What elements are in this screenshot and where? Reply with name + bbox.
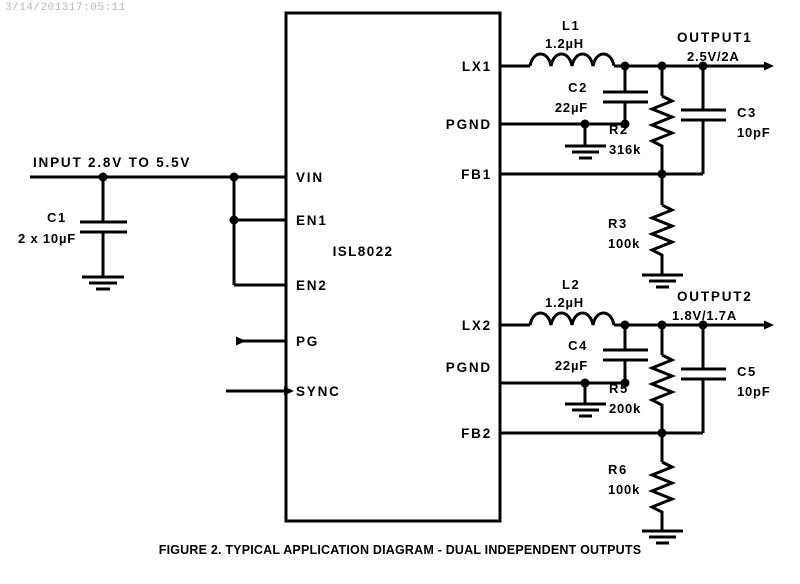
ic-body <box>284 11 502 523</box>
r5-value: 200k <box>609 401 641 416</box>
r6-value: 100k <box>608 482 640 497</box>
c5-value: 10pF <box>737 384 771 399</box>
c2-value: 22µF <box>555 100 588 115</box>
node-c2-pgnd1 <box>620 119 630 129</box>
pin-label-pg: PG <box>296 334 319 349</box>
l1-ref: L1 <box>562 18 580 33</box>
ic-part-number: ISL8022 <box>333 244 394 259</box>
resistor-r6 <box>647 460 677 531</box>
c1-value: 2 x 10µF <box>18 231 76 246</box>
node-pgnd1-gnd <box>580 119 590 129</box>
c4-value: 22µF <box>555 358 588 373</box>
pin-label-en2: EN2 <box>296 278 328 293</box>
input-rail-label: INPUT 2.8V TO 5.5V <box>33 155 191 170</box>
c2-ref: C2 <box>568 80 588 95</box>
r2-value: 316k <box>609 142 641 157</box>
pin-label-lx1: LX1 <box>462 59 492 74</box>
node-c3-out1 <box>698 61 708 71</box>
node-c5-out2 <box>698 320 708 330</box>
node-c4-out2 <box>620 320 630 330</box>
l2-ref: L2 <box>562 277 580 292</box>
node-r5-out2 <box>657 320 667 330</box>
pin-label-pgnd1: PGND <box>446 117 492 132</box>
node-vin-en <box>229 172 239 182</box>
resistor-r5 <box>647 353 677 433</box>
node-c2-out1 <box>620 61 630 71</box>
pin-label-fb2: FB2 <box>461 426 492 441</box>
node-fb2-divider <box>657 428 667 438</box>
c4-ref: C4 <box>568 338 588 353</box>
r3-value: 100k <box>608 236 640 251</box>
c3-ref: C3 <box>737 105 757 120</box>
r6-ref: R6 <box>608 462 628 477</box>
c1-ref: C1 <box>47 210 67 225</box>
pin-label-en1: EN1 <box>296 213 328 228</box>
pin-label-pgnd2: PGND <box>446 360 492 375</box>
screenshot-timestamp: 3/14/201317:05:11 <box>5 2 126 14</box>
node-c4-pgnd2 <box>620 378 630 388</box>
node-pgnd2-gnd <box>580 378 590 388</box>
l2-value: 1.2µH <box>545 295 584 310</box>
output1-value: 2.5V/2A <box>687 49 740 64</box>
pin-label-vin: VIN <box>296 170 324 185</box>
pin-label-fb1: FB1 <box>461 167 492 182</box>
inductor-l2 <box>528 311 616 326</box>
c5-ref: C5 <box>737 364 757 379</box>
resistor-r2 <box>647 94 677 174</box>
output2-value: 1.8V/1.7A <box>672 308 737 323</box>
c3-value: 10pF <box>737 125 771 140</box>
resistor-r3 <box>647 203 677 275</box>
node-r2-out1 <box>657 61 667 71</box>
inductor-l1 <box>528 52 616 67</box>
r3-ref: R3 <box>608 216 628 231</box>
node-c1-input <box>98 172 108 182</box>
pin-label-lx2: LX2 <box>462 318 492 333</box>
node-fb1-divider <box>657 169 667 179</box>
figure-caption: FIGURE 2. TYPICAL APPLICATION DIAGRAM - … <box>158 543 642 557</box>
pin-label-sync: SYNC <box>296 384 341 399</box>
r2-ref: R2 <box>609 122 629 137</box>
output1-label: OUTPUT1 <box>677 30 753 45</box>
output2-label: OUTPUT2 <box>677 289 753 304</box>
l1-value: 1.2µH <box>545 36 584 51</box>
r5-ref: R5 <box>609 381 629 396</box>
node-en1 <box>229 215 239 225</box>
